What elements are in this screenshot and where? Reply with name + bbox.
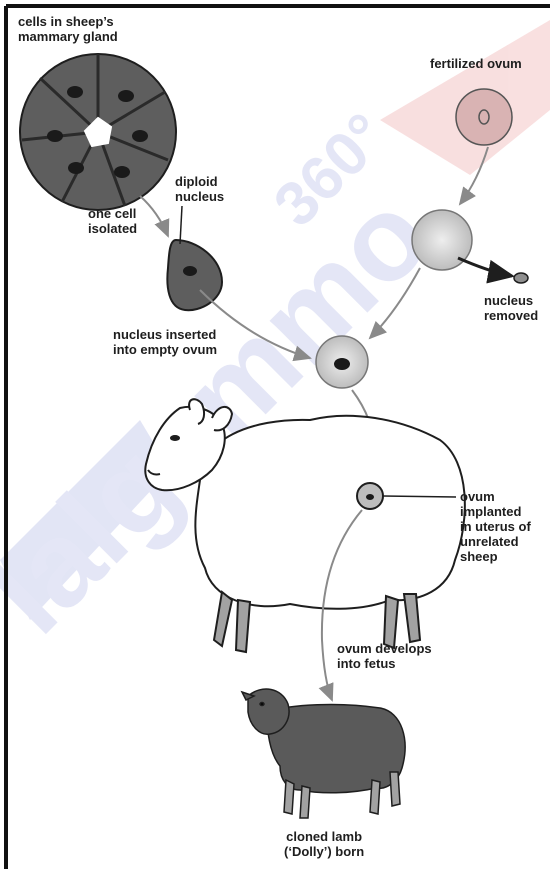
label-fertilized-ovum: fertilized ovum <box>430 56 522 71</box>
label-ovum-implanted-line4: unrelated <box>460 534 531 549</box>
label-one-cell-isolated-line1: one cell <box>88 206 137 221</box>
implanted-ovum <box>357 483 383 509</box>
label-fertilized-ovum-line1: fertilized ovum <box>430 56 522 71</box>
label-ovum-implanted-line3: in uterus of <box>460 519 531 534</box>
label-nucleus-inserted-line1: nucleus inserted <box>113 327 217 342</box>
label-cloned-lamb-line1: cloned lamb <box>284 829 364 844</box>
label-diploid-nucleus-line1: diploid <box>175 174 224 189</box>
label-ovum-implanted-line2: implanted <box>460 504 531 519</box>
arrow-to-isolated-cell <box>140 196 168 236</box>
label-one-cell-isolated: one cell isolated <box>88 206 137 236</box>
label-cloned-lamb-line2: (‘Dolly’) born <box>284 844 364 859</box>
label-nucleus-inserted: nucleus inserted into empty ovum <box>113 327 217 357</box>
implanted-ovum-pointer <box>383 496 456 497</box>
surrogate-sheep <box>145 399 465 652</box>
label-one-cell-isolated-line2: isolated <box>88 221 137 236</box>
label-diploid-nucleus-line2: nucleus <box>175 189 224 204</box>
diploid-nucleus <box>183 266 197 276</box>
cloned-lamb <box>242 689 405 818</box>
label-ovum-develops-line1: ovum develops <box>337 641 432 656</box>
label-mammary-cells: cells in sheep’s mammary gland <box>18 14 118 44</box>
diploid-nucleus-pointer <box>180 206 182 244</box>
isolated-cell <box>167 240 222 310</box>
label-mammary-cells-line2: mammary gland <box>18 29 118 44</box>
fertilized-ovum <box>456 89 512 145</box>
label-nucleus-removed-line1: nucleus <box>484 293 538 308</box>
label-ovum-develops-line2: into fetus <box>337 656 432 671</box>
label-diploid-nucleus: diploid nucleus <box>175 174 224 204</box>
label-nucleus-inserted-line2: into empty ovum <box>113 342 217 357</box>
label-ovum-implanted-line5: sheep <box>460 549 531 564</box>
mammary-gland-cells <box>20 54 176 210</box>
fused-ovum <box>316 336 368 388</box>
label-nucleus-removed: nucleus removed <box>484 293 538 323</box>
label-ovum-implanted-line1: ovum <box>460 489 531 504</box>
arrow-nucleus-removed <box>458 258 512 276</box>
label-ovum-implanted: ovum implanted in uterus of unrelated sh… <box>460 489 531 564</box>
label-mammary-cells-line1: cells in sheep’s <box>18 14 118 29</box>
label-nucleus-removed-line2: removed <box>484 308 538 323</box>
removed-nucleus <box>514 273 528 283</box>
label-ovum-develops: ovum develops into fetus <box>337 641 432 671</box>
label-cloned-lamb: cloned lamb (‘Dolly’) born <box>284 829 364 859</box>
